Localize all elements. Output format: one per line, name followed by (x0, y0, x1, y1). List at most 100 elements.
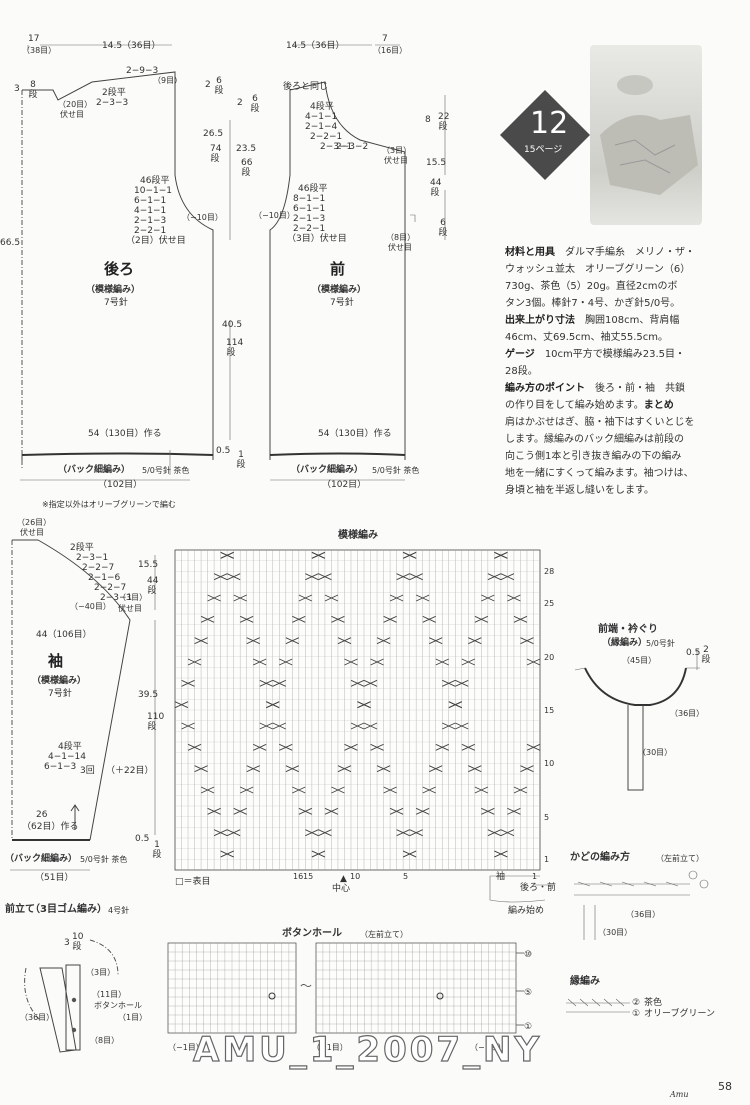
corner-diagram (574, 650, 700, 791)
sweater-photo (590, 45, 702, 225)
chart-row-number: 15 (544, 706, 555, 715)
buttonhole-title: ボタンホール (282, 928, 342, 939)
cable-cross-mark (272, 722, 286, 730)
cable-cross-mark (259, 722, 273, 730)
cable-cross-mark (370, 743, 384, 751)
kado-st36: （36目） (626, 910, 661, 919)
cable-cross-mark (200, 786, 215, 794)
front-neck-3: （3目） (382, 146, 412, 155)
materials-line: 28段。 (505, 366, 538, 377)
placket-diagram (24, 939, 119, 1053)
front-h-235rows: 66 段 (241, 158, 253, 178)
cable-cross-mark (389, 594, 404, 602)
chart-row-number: 5 (544, 812, 550, 822)
front-neck-bind: 伏せ目 (384, 156, 408, 165)
back-arm2: 6−1−1 (134, 196, 167, 206)
sleeve-h-155rows: 44 段 (147, 576, 159, 596)
front-h-405rows: 114 段 (226, 338, 244, 358)
back-cast: 54（130目）作る (88, 429, 162, 439)
cable-cross-mark (409, 573, 423, 581)
front-neck5: 2−3−2 (336, 142, 369, 152)
cable-cross-mark (396, 573, 410, 581)
sleeve-h-155: 15.5 (138, 560, 159, 570)
sleeve-needle: 7号針 (48, 689, 72, 699)
cable-cross-mark (500, 829, 515, 837)
kado-diagram (574, 870, 709, 940)
sleeve-minus40: （−40目） (70, 602, 111, 611)
pattern-ref: 15ページ (524, 145, 563, 155)
cable-cross-mark (376, 637, 391, 645)
bh-row10: ⑩ (524, 950, 533, 960)
cable-cross-mark (526, 743, 541, 751)
buttonhole-mark (268, 992, 276, 1000)
sleeve-top-bind: 伏せ目 (20, 528, 44, 537)
front-top-right: 7 (382, 34, 388, 44)
materials-line: ウォッシュ並太 オリーブグリーン（6） (505, 264, 691, 275)
chart-row-number: 1 (544, 855, 550, 865)
cable-cross-mark (513, 786, 528, 794)
materials-line: 肩はかぶせはぎ、脇・袖下はすくいとじを (505, 417, 695, 428)
back-minus10: （−10目） (182, 213, 223, 222)
back-arm6: （2目）伏せ目 (126, 236, 186, 246)
key-back: 後ろ・前 (520, 883, 557, 893)
chart-legend: □＝表目 (175, 877, 211, 887)
cable-cross-mark (429, 637, 443, 645)
cable-cross-mark (442, 722, 456, 730)
sleeve-cap4: 2−2−7 (94, 583, 127, 593)
brand-logo: Amu (670, 1090, 689, 1099)
sleeve-h-05rows: 1 段 (152, 840, 162, 860)
cable-cross-mark (324, 594, 339, 602)
cable-cross-mark (292, 786, 306, 794)
front-sub: （模様編み） (312, 285, 367, 295)
front-h-8rows: 22 段 (438, 112, 450, 132)
cable-cross-mark (181, 679, 195, 687)
cable-cross-mark (305, 573, 319, 581)
materials-text: 材料と用具 ダルマ手編糸 メリノ・ザ・ ウォッシュ並太 オリーブグリーン（6） … (505, 244, 723, 499)
buttonhole-sub: （左前立て） (360, 930, 408, 939)
sleeve-width: 44（106目） (36, 630, 92, 640)
front-minus10: （−10目） (254, 211, 295, 220)
cable-cross-mark (507, 594, 521, 602)
cable-cross-mark (233, 594, 247, 602)
back-arm0: 46段平 (140, 176, 170, 186)
cable-cross-mark (448, 701, 462, 709)
buttonhole-chart: 〜 (167, 942, 524, 1034)
front-arm5: （3目）伏せ目 (287, 234, 347, 244)
chart-col-number: 15 (303, 872, 314, 881)
back-shoulder1b: （9目） (153, 76, 183, 85)
front-h-155rows: 44 段 (430, 178, 442, 198)
back-shoulder3: 2−3−3 (96, 98, 129, 108)
cable-cross-mark (174, 701, 189, 709)
cable-cross-mark (455, 679, 469, 687)
materials-key: 材料と用具 (505, 247, 555, 258)
back-h-total: 66.5 (0, 238, 21, 248)
sleeve-band: （バック細編み） (5, 854, 78, 864)
chart-col-number: 1 (532, 872, 538, 881)
cable-cross-mark (461, 743, 476, 751)
cable-cross-mark (305, 829, 319, 837)
front-outline (269, 44, 446, 481)
materials-line: 胸囲108cm、背肩幅 (585, 315, 680, 326)
back-h-2rows: 6 段 (214, 76, 224, 96)
cable-cross-mark (318, 829, 332, 837)
cable-cross-mark (298, 807, 313, 815)
cable-cross-mark (337, 637, 352, 645)
front-h-2rows: 6 段 (250, 94, 260, 114)
cable-cross-mark (285, 765, 300, 773)
back-h-265: 26.5 (203, 129, 224, 139)
cable-cross-mark (324, 807, 339, 815)
front-band: （バック細編み） (291, 465, 364, 475)
back-h-05rows: 1 段 (236, 450, 246, 470)
cable-cross-mark (331, 615, 345, 623)
cable-cross-mark (363, 679, 378, 687)
placket-st3: （3目） (86, 968, 116, 977)
corner-st30: （30目） (638, 748, 673, 757)
materials-line: タン3個。棒針7・4号、かぎ針5/0号。 (505, 298, 681, 309)
sleeve-h-05: 0.5 (135, 834, 150, 844)
back-arm4: 2−1−3 (134, 216, 167, 226)
sleeve-top: （26目） (17, 518, 52, 527)
page-number: 58 (718, 1080, 732, 1093)
cable-cross-mark (370, 658, 384, 666)
cable-cross-mark (187, 658, 202, 666)
cable-cross-mark (272, 679, 286, 687)
